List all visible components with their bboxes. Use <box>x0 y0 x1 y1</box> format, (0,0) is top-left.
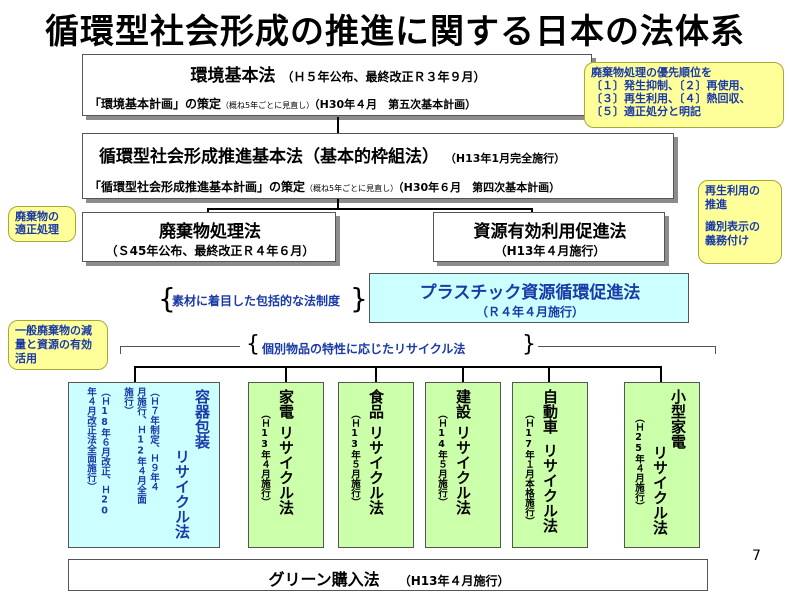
small-appliance-law-name1: 小型家電 <box>669 389 687 449</box>
connector-line <box>337 117 339 133</box>
recycle-note-line4: 義務付け <box>705 234 749 247</box>
waste-proper-note-line1: 廃棄物の <box>15 210 59 223</box>
brace-right: } <box>522 332 536 357</box>
automobile-law-name2: リサイクル法 <box>541 443 559 533</box>
resource-effective-law-box: 資源有効利用促進法 （H13年４月施行） <box>433 212 665 262</box>
connector-line <box>337 199 339 209</box>
connector-line <box>134 366 136 382</box>
connector-line <box>375 366 377 382</box>
waste-proper-note: 廃棄物の 適正処理 <box>8 206 76 242</box>
appliance-law-detail: （Ｈ13年４月施行） <box>259 409 270 507</box>
small-appliance-law-name2: リサイクル法 <box>651 445 669 535</box>
waste-management-law-detail: （Ｓ45年公布、最終改正Ｒ４年６月） <box>105 244 315 258</box>
packaging-law-detail-1: （Ｈ７年制定、Ｈ９年４ <box>148 387 159 492</box>
appliance-law-name2: リサイクル法 <box>277 425 295 515</box>
basic-env-plan: 「環境基本計画」の策定 <box>89 97 222 111</box>
connector-line <box>548 366 550 382</box>
priority-note-line3: 〔３〕再生利用、〔４〕熱回収、 <box>591 92 751 105</box>
packaging-law-detail-4: （Ｈ18年６月改正、Ｈ20 <box>99 387 110 517</box>
recycle-laws-connector <box>134 366 662 368</box>
connector-line <box>285 366 287 382</box>
recycling-society-plan: 「循環型社会形成推進基本計画」の策定 <box>89 180 306 194</box>
individual-label: 個別物品の特性に応じたリサイクル法 <box>262 342 466 356</box>
priority-note: 廃棄物処理の優先順位を 〔１〕発生抑制、〔２〕再使用、 〔３〕再生利用、〔４〕熱… <box>584 62 784 128</box>
waste-management-law-box: 廃棄物処理法 （Ｓ45年公布、最終改正Ｒ４年６月） <box>82 212 336 262</box>
general-waste-note-line3: 活用 <box>15 352 37 365</box>
plastic-law-detail: （Ｒ４年４月施行） <box>475 305 584 319</box>
plastic-law-name: プラスチック資源循環促進法 <box>419 283 641 303</box>
packaging-law-name1: 容器包装 <box>193 389 211 449</box>
recycle-promotion-note: 再生利用の 推進 識別表示の 義務付け <box>698 180 782 264</box>
general-waste-note: 一般廃棄物の減 量と資源の有効 活用 <box>8 320 108 370</box>
food-law-name1: 食品 <box>367 389 385 419</box>
waste-proper-note-line2: 適正処理 <box>15 223 59 236</box>
plastic-law-box: プラスチック資源循環促進法 （Ｒ４年４月施行） <box>369 273 689 323</box>
green-purchase-law-name: グリーン購入法 <box>268 570 380 589</box>
basic-env-law-name: 環境基本法 <box>190 66 276 86</box>
green-purchase-law-box: グリーン購入法 （H13年４月施行） <box>68 559 708 591</box>
general-waste-note-line1: 一般廃棄物の減 <box>15 324 92 337</box>
resource-effective-law-detail: （H13年４月施行） <box>494 244 606 258</box>
packaging-law-detail-2: 月施行、Ｈ12年４月全面 <box>135 387 146 504</box>
recycle-note-line3: 識別表示の <box>705 220 760 233</box>
recycle-note-line1: 再生利用の <box>705 184 760 197</box>
recycling-society-law-name: 循環型社会形成推進基本法（基本的枠組法） <box>99 147 439 167</box>
page-title: 循環型社会形成の推進に関する日本の法体系 <box>45 12 745 52</box>
packaging-law-name2: リサイクル法 <box>173 449 191 539</box>
recycling-society-law-box: 循環型社会形成推進基本法（基本的枠組法） （H13年1月完全施行） 「循環型社会… <box>82 133 674 199</box>
resource-effective-law-name: 資源有効利用促進法 <box>473 222 627 242</box>
brace-right: } <box>350 282 368 315</box>
connector-line <box>207 208 209 212</box>
small-appliance-law-detail: （Ｈ25年４月施行） <box>633 413 644 511</box>
priority-note-line2: 〔１〕発生抑制、〔２〕再使用、 <box>591 79 751 92</box>
construction-law-name2: リサイクル法 <box>454 425 472 515</box>
packaging-law-detail-5: 年４月改正法全面施行） <box>85 387 96 492</box>
connector-line <box>531 208 533 212</box>
food-law-name2: リサイクル法 <box>367 425 385 515</box>
basic-env-plan-note: （概ね5年ごとに見直し） <box>221 101 315 110</box>
connector-line <box>660 366 662 382</box>
brace-left: { <box>158 282 176 315</box>
small-appliance-recycle-law-box: 小型家電 リサイクル法 （Ｈ25年４月施行） <box>624 382 700 548</box>
automobile-law-detail: （Ｈ17年１月本格施行） <box>523 409 534 526</box>
priority-note-line1: 廃棄物処理の優先順位を <box>591 66 712 79</box>
automobile-recycle-law-box: 自動車 リサイクル法 （Ｈ17年１月本格施行） <box>512 382 588 548</box>
green-purchase-law-detail: （H13年４月施行） <box>398 574 510 588</box>
individual-label-bg <box>240 338 538 358</box>
basic-env-plan-detail: （H30年４月 第五次基本計画） <box>314 98 477 111</box>
appliance-recycle-law-box: 家電 リサイクル法 （Ｈ13年４月施行） <box>248 382 324 548</box>
construction-recycle-law-box: 建設 リサイクル法 （Ｈ14年５月施行） <box>425 382 501 548</box>
automobile-law-name1: 自動車 <box>541 389 559 434</box>
food-law-detail: （Ｈ13年５月施行） <box>349 409 360 507</box>
waste-management-law-name: 廃棄物処理法 <box>159 222 261 242</box>
priority-note-line4: 〔５〕適正処分と明記 <box>591 105 701 118</box>
packaging-law-detail-3: 施行） <box>122 387 133 416</box>
material-label: 素材に着目した包括的な法制度 <box>172 294 341 308</box>
connector-line <box>462 366 464 382</box>
recycle-note-line2: 推進 <box>705 198 727 211</box>
food-recycle-law-box: 食品 リサイクル法 （Ｈ13年５月施行） <box>338 382 414 548</box>
basic-env-law-detail: （Ｈ５年公布、最終改正Ｒ３年９月） <box>281 70 486 84</box>
recycling-society-law-detail: （H13年1月完全施行） <box>444 152 566 165</box>
recycling-society-plan-note: （概ね5年ごとに見直し） <box>305 184 399 193</box>
construction-law-name1: 建設 <box>454 389 472 419</box>
brace-left: { <box>246 332 260 357</box>
basic-env-law-box: 環境基本法 （Ｈ５年公布、最終改正Ｒ３年９月） 「環境基本計画」の策定（概ね5年… <box>82 54 592 116</box>
recycling-society-plan-detail: （H30年６月 第四次基本計画） <box>398 181 561 194</box>
page-number: 7 <box>752 548 761 564</box>
packaging-recycle-law-box: 容器包装 リサイクル法 （Ｈ７年制定、Ｈ９年４ 月施行、Ｈ12年４月全面 施行）… <box>68 382 220 548</box>
general-waste-note-line2: 量と資源の有効 <box>15 338 92 351</box>
construction-law-detail: （Ｈ14年５月施行） <box>436 409 447 507</box>
appliance-law-name1: 家電 <box>277 389 295 419</box>
connector-line <box>207 208 533 210</box>
